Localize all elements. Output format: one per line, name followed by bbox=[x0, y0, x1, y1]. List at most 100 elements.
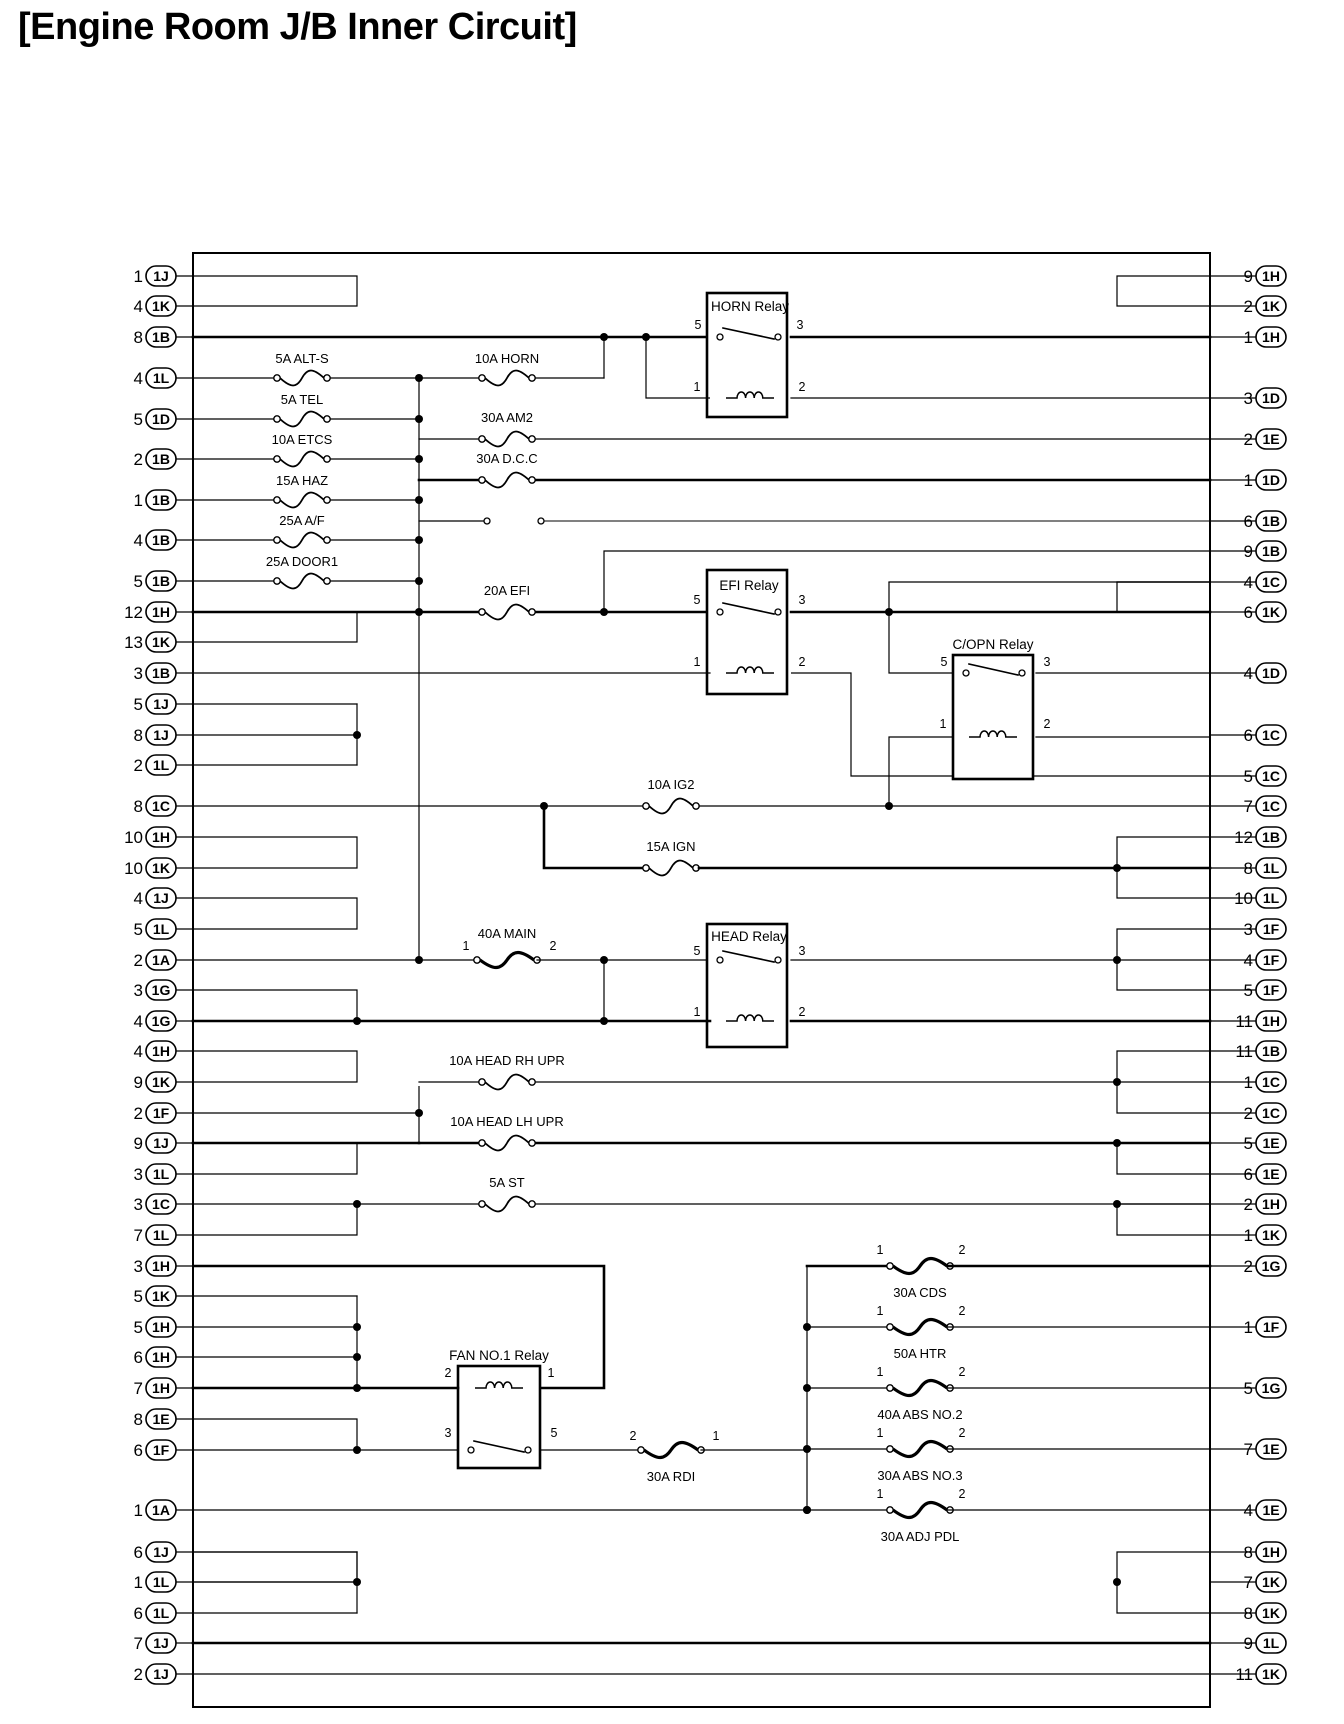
connector-bubble bbox=[145, 1040, 177, 1062]
relay-label: HORN Relay bbox=[711, 299, 789, 314]
pin-number: 4 bbox=[134, 889, 143, 908]
connector-id: 1B bbox=[1262, 1043, 1280, 1059]
connector-id: 1L bbox=[153, 1227, 170, 1243]
fuse-symbol bbox=[886, 1378, 954, 1398]
junction-dot bbox=[353, 1578, 361, 1586]
pin-number: 6 bbox=[1244, 512, 1253, 531]
fuse-symbol bbox=[886, 1256, 954, 1276]
connector-id: 1L bbox=[153, 370, 170, 386]
connector-id: 1B bbox=[1262, 513, 1280, 529]
connector-id: 1E bbox=[152, 1411, 169, 1427]
wire bbox=[888, 736, 953, 806]
pin-number: 6 bbox=[1244, 726, 1253, 745]
wire bbox=[193, 1264, 606, 1390]
fuse-symbol bbox=[478, 369, 536, 387]
connector-id: 1F bbox=[1263, 952, 1280, 968]
connector-bubble bbox=[145, 448, 177, 470]
fuse-terminal-number: 2 bbox=[630, 1429, 637, 1443]
connector-id: 1C bbox=[1262, 1105, 1280, 1121]
fuse-terminal bbox=[642, 802, 650, 810]
fuse-terminal bbox=[323, 374, 331, 382]
jb-frame bbox=[192, 252, 1211, 1708]
connector-bubble bbox=[145, 1663, 177, 1685]
connector-bubble bbox=[1255, 1102, 1287, 1124]
page-title: [Engine Room J/B Inner Circuit] bbox=[18, 6, 577, 48]
fuse-terminal bbox=[273, 577, 281, 585]
relay-switch-blade bbox=[722, 950, 775, 963]
fuse-terminal bbox=[528, 608, 536, 616]
pin-number: 11 bbox=[1235, 1665, 1253, 1684]
connector-bubble bbox=[145, 1163, 177, 1185]
pin-number: 8 bbox=[1244, 1543, 1253, 1562]
connector-bubble bbox=[145, 570, 177, 592]
connector-bubble bbox=[145, 662, 177, 684]
relay-terminal-number: 3 bbox=[799, 944, 806, 958]
connector-id: 1F bbox=[153, 1105, 170, 1121]
fuse-symbol bbox=[478, 430, 536, 448]
fuse-terminal bbox=[886, 1384, 894, 1392]
relay-contact bbox=[774, 956, 782, 964]
connector-bubble bbox=[1255, 949, 1287, 971]
connector-bubble bbox=[145, 408, 177, 430]
connector-id: 1H bbox=[152, 1043, 170, 1059]
pin-number: 5 bbox=[1244, 1134, 1253, 1153]
fuse-terminal bbox=[528, 435, 536, 443]
pin-number: 2 bbox=[134, 1104, 143, 1123]
junction-dot bbox=[803, 1506, 811, 1514]
pin-number: 10 bbox=[1234, 889, 1253, 908]
relay-switch-blade bbox=[473, 1440, 525, 1453]
fuse-element bbox=[648, 797, 694, 815]
pin-number: 4 bbox=[134, 297, 143, 316]
connector-id: 1A bbox=[152, 1502, 170, 1518]
fuse-symbol bbox=[478, 1195, 536, 1213]
relay-contact bbox=[774, 608, 782, 616]
pin-number: 1 bbox=[1244, 1226, 1253, 1245]
connector-id: 1C bbox=[1262, 1074, 1280, 1090]
junction-dot bbox=[415, 577, 423, 585]
connector-id: 1H bbox=[1262, 329, 1280, 345]
relay-coil bbox=[475, 1381, 523, 1389]
fuse-terminal bbox=[528, 1200, 536, 1208]
relay-contact bbox=[716, 333, 724, 341]
connector-id: 1L bbox=[153, 1574, 170, 1590]
connector-id: 1G bbox=[1262, 1258, 1281, 1274]
fuse-element bbox=[892, 1439, 948, 1459]
connector-bubble bbox=[145, 1439, 177, 1461]
fuse-element bbox=[279, 410, 325, 428]
connector-id: 1B bbox=[152, 329, 170, 345]
pin-number: 4 bbox=[134, 1042, 143, 1061]
connector-id: 1L bbox=[1263, 1635, 1280, 1651]
relay-label: EFI Relay bbox=[719, 578, 779, 593]
fuse-terminal bbox=[478, 374, 486, 382]
connector-bubble bbox=[1255, 826, 1287, 848]
connector-id: 1L bbox=[153, 757, 170, 773]
relay-terminal-number: 2 bbox=[1044, 717, 1051, 731]
fuse-terminal bbox=[478, 476, 486, 484]
connector-bubble bbox=[1255, 1224, 1287, 1246]
junction-dot bbox=[353, 1017, 361, 1025]
fuse-terminal bbox=[692, 802, 700, 810]
wire bbox=[193, 611, 358, 643]
relay-terminal-number: 1 bbox=[694, 1005, 701, 1019]
fuse-element bbox=[892, 1378, 948, 1398]
pin-number: 1 bbox=[134, 1573, 143, 1592]
wire bbox=[193, 836, 358, 869]
connector-bubble bbox=[1255, 857, 1287, 879]
